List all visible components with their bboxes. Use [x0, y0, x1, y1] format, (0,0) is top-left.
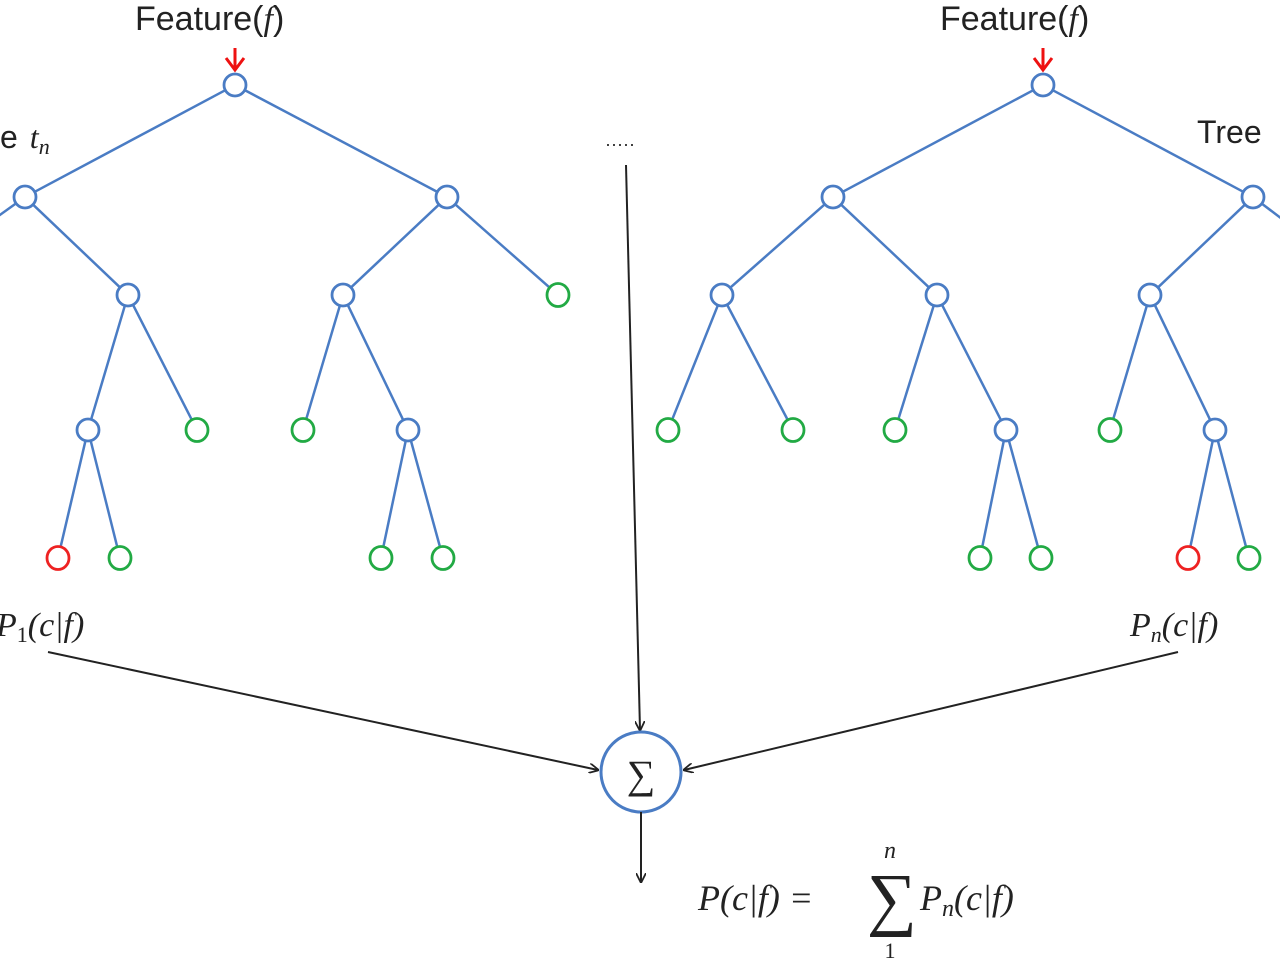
tree-edge: [89, 440, 119, 548]
decision-node: [1202, 417, 1228, 443]
tree-edge: [1216, 440, 1248, 548]
tree-edge-offscreen: [1261, 202, 1280, 220]
leaf-node-green: [655, 417, 681, 443]
leaf-node-green: [290, 417, 316, 443]
decision-node: [1137, 282, 1163, 308]
tree-edge: [726, 304, 789, 421]
decision-node: [1240, 184, 1266, 210]
tree-edge: [304, 305, 342, 420]
formula-term: Pn(c|f): [919, 878, 1014, 922]
decision-node: [1030, 72, 1056, 98]
tree-edge: [897, 305, 935, 420]
decision-node: [330, 282, 356, 308]
leaf-node-green: [882, 417, 908, 443]
formula-lhs: P(c|f) =: [697, 878, 813, 918]
leaf-node-green: [368, 545, 394, 571]
decision-node: [12, 184, 38, 210]
leaf-node-green: [967, 545, 993, 571]
decision-node: [222, 72, 248, 98]
decision-node: [924, 282, 950, 308]
middle-trees-arrow: [625, 164, 640, 730]
formula-sum-symbol: ∑: [867, 861, 917, 938]
left-feature-label: Feature(f): [135, 0, 284, 38]
left-input-arrow-icon: [224, 48, 246, 73]
decision-node: [115, 282, 141, 308]
tree-nodes: [12, 72, 1266, 571]
right-output-arrow: [684, 651, 1179, 770]
decision-node: [820, 184, 846, 210]
leaf-node-green: [184, 417, 210, 443]
tree-edge-offscreen: [0, 202, 17, 217]
decision-node: [709, 282, 735, 308]
left-tree-output-label: P1(c|f): [0, 607, 84, 647]
sum-node: ∑: [599, 730, 683, 814]
sigma-icon: ∑: [627, 752, 656, 797]
decision-node: [395, 417, 421, 443]
leaf-node-green: [430, 545, 456, 571]
tree-edges: [0, 89, 1280, 548]
tree-edge: [350, 203, 440, 289]
tree-edge: [382, 440, 407, 548]
right-tree-output-label: Pn(c|f): [1129, 607, 1218, 647]
aggregation-formula: P(c|f) = ∑ n 1 Pn(c|f): [697, 838, 1014, 960]
tree-edge: [1007, 440, 1040, 548]
tree-edge: [670, 304, 720, 421]
tree-edge: [1189, 440, 1214, 548]
decision-node: [993, 417, 1019, 443]
tree-edge: [940, 304, 1003, 421]
leaf-node-red: [1175, 545, 1201, 571]
leaf-node-green: [545, 282, 571, 308]
tree-edge: [32, 203, 121, 289]
formula-lower-bound: 1: [885, 938, 896, 960]
tree-edge: [842, 89, 1034, 193]
leaf-node-green: [1097, 417, 1123, 443]
tree-edge: [729, 203, 826, 289]
ellipsis-more-trees: ·····: [605, 134, 635, 154]
tree-edge: [89, 305, 127, 420]
tree-edge: [1052, 89, 1244, 193]
right-feature-label: Feature(f): [940, 0, 1089, 38]
tree-edge: [34, 89, 226, 193]
tree-edge: [409, 440, 442, 548]
tree-edge: [1153, 304, 1212, 421]
left-output-arrow: [47, 651, 598, 770]
tree-edge: [1111, 305, 1149, 420]
tree-edge: [454, 203, 551, 289]
right-input-arrow-icon: [1032, 48, 1054, 73]
leaf-node-green: [1236, 545, 1262, 571]
decision-node: [75, 417, 101, 443]
tree-edge: [346, 304, 405, 421]
right-tree-label: Tree: [1197, 114, 1262, 150]
tree-edge: [244, 89, 438, 193]
leaf-node-green: [1028, 545, 1054, 571]
tree-edge: [1157, 203, 1246, 289]
tree-edge: [59, 440, 87, 548]
leaf-node-green: [780, 417, 806, 443]
tree-edge: [980, 440, 1006, 548]
tree-edge: [131, 304, 194, 421]
leaf-node-red: [45, 545, 71, 571]
leaf-node-green: [107, 545, 133, 571]
decision-node: [434, 184, 460, 210]
formula-upper-bound: n: [884, 838, 896, 864]
tree-edge: [840, 203, 930, 289]
